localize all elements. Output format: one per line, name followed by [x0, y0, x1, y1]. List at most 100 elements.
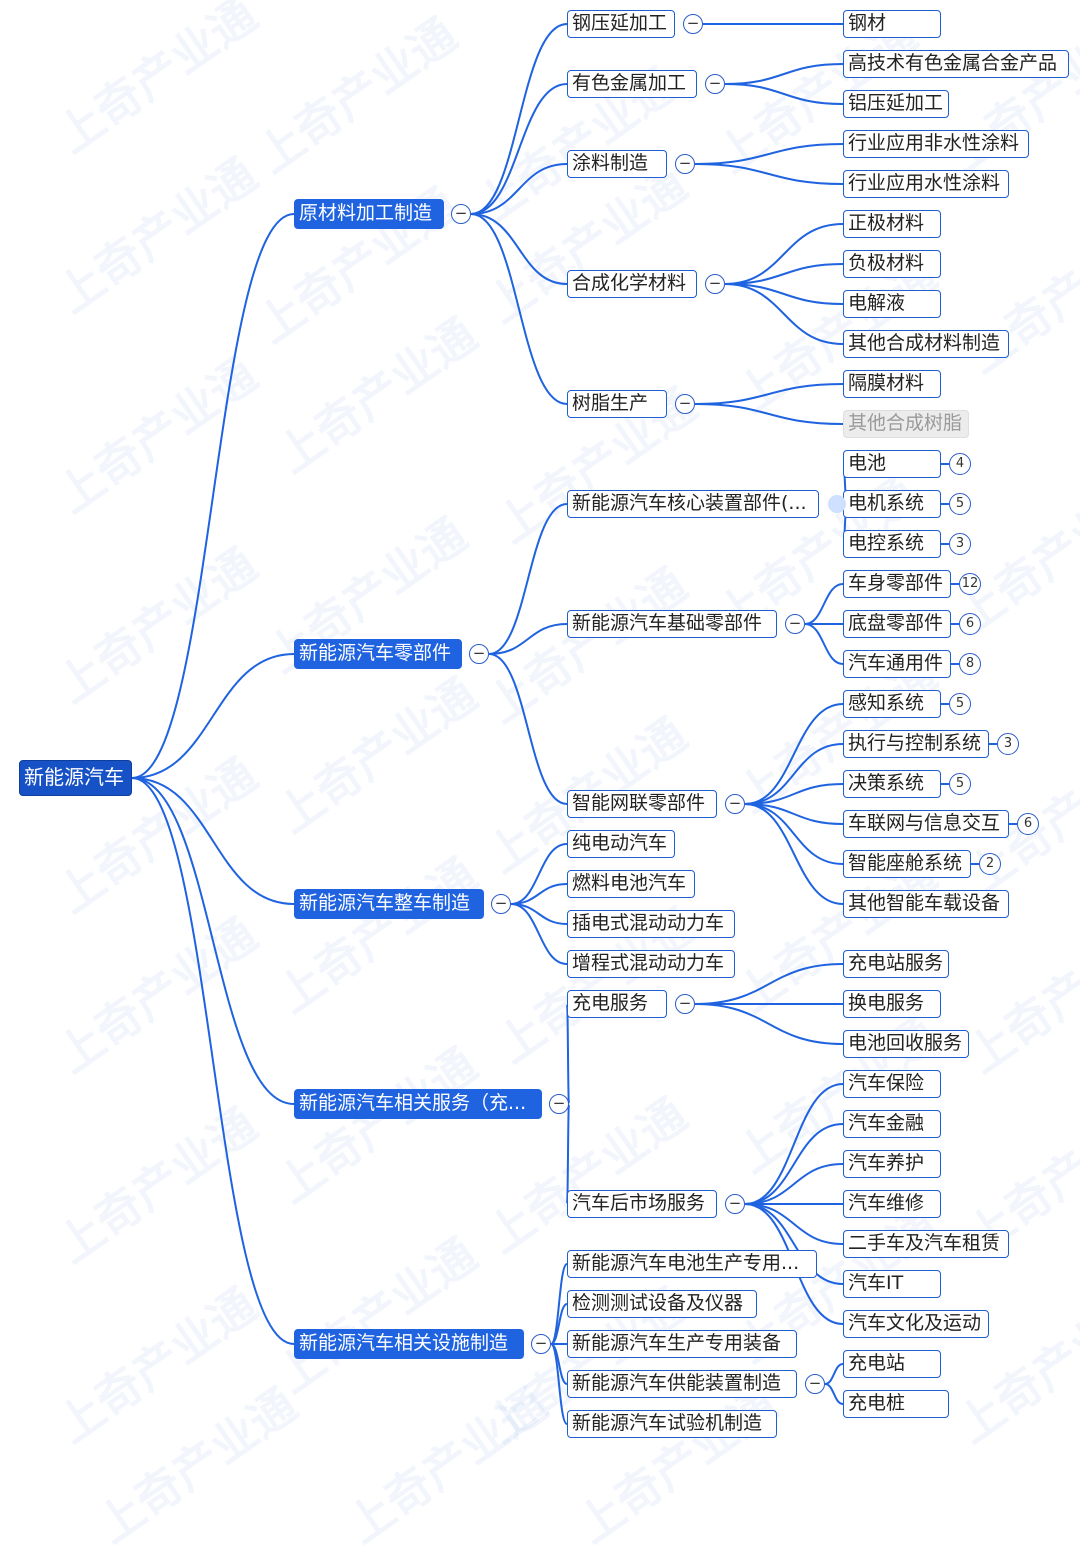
- leaf-connector: [744, 783, 844, 805]
- category-node[interactable]: 智能网联零部件: [567, 790, 717, 818]
- child-count-badge[interactable]: 3: [997, 733, 1019, 755]
- branch-node[interactable]: 新能源汽车零部件: [294, 639, 462, 669]
- collapse-toggle-icon[interactable]: −: [531, 1334, 551, 1354]
- category-node[interactable]: 新能源汽车供能装置制造: [567, 1370, 797, 1398]
- child-count-badge[interactable]: 4: [949, 453, 971, 475]
- child-count-badge[interactable]: 6: [959, 613, 981, 635]
- collapse-toggle-icon[interactable]: −: [725, 794, 745, 814]
- leaf-node[interactable]: 智能座舱系统: [843, 850, 971, 878]
- leaf-connector: [724, 83, 844, 105]
- branch-child-connector: [470, 83, 568, 215]
- branch-node[interactable]: 新能源汽车相关设施制造: [294, 1329, 524, 1359]
- root-branch-connector: [131, 653, 295, 779]
- leaf-node[interactable]: 行业应用非水性涂料: [843, 130, 1029, 158]
- leaf-node[interactable]: 汽车IT: [843, 1270, 941, 1298]
- leaf-node[interactable]: 钢材: [843, 10, 941, 38]
- root-branch-connector: [131, 777, 295, 1105]
- child-count-badge[interactable]: 6: [1017, 813, 1039, 835]
- root-node[interactable]: 新能源汽车: [19, 760, 132, 796]
- collapse-toggle-icon[interactable]: −: [725, 1194, 745, 1214]
- collapse-toggle-icon[interactable]: −: [705, 274, 725, 294]
- branch-node[interactable]: 新能源汽车整车制造: [294, 889, 484, 919]
- category-node[interactable]: 燃料电池汽车: [567, 870, 695, 898]
- category-node[interactable]: 纯电动汽车: [567, 830, 675, 858]
- leaf-node[interactable]: 隔膜材料: [843, 370, 941, 398]
- leaf-node[interactable]: 充电站服务: [843, 950, 949, 978]
- child-count-badge[interactable]: 2: [979, 853, 1001, 875]
- leaf-node[interactable]: 汽车通用件: [843, 650, 951, 678]
- leaf-node[interactable]: 充电站: [843, 1350, 941, 1378]
- category-node[interactable]: 新能源汽车基础零部件: [567, 610, 777, 638]
- child-count-badge[interactable]: 8: [959, 653, 981, 675]
- category-node[interactable]: 有色金属加工: [567, 70, 697, 98]
- category-node[interactable]: 充电服务: [567, 990, 667, 1018]
- leaf-node[interactable]: 其他合成树脂: [843, 410, 969, 438]
- leaf-node[interactable]: 其他合成材料制造: [843, 330, 1009, 358]
- child-count-badge[interactable]: 12: [959, 573, 981, 595]
- branch-node[interactable]: 新能源汽车相关服务（充...: [294, 1089, 542, 1119]
- child-count-badge[interactable]: 5: [949, 693, 971, 715]
- leaf-node[interactable]: 感知系统: [843, 690, 941, 718]
- leaf-node[interactable]: 换电服务: [843, 990, 941, 1018]
- category-node[interactable]: 合成化学材料: [567, 270, 697, 298]
- leaf-node[interactable]: 高技术有色金属合金产品: [843, 50, 1069, 78]
- leaf-node[interactable]: 二手车及汽车租赁: [843, 1230, 1009, 1258]
- category-node[interactable]: 新能源汽车电池生产专用...: [567, 1250, 817, 1278]
- collapse-toggle-icon[interactable]: −: [549, 1094, 569, 1114]
- leaf-node[interactable]: 汽车维修: [843, 1190, 941, 1218]
- leaf-node[interactable]: 负极材料: [843, 250, 941, 278]
- leaf-connector: [694, 163, 844, 185]
- category-node[interactable]: 新能源汽车核心装置部件(...: [567, 490, 819, 518]
- leaf-node[interactable]: 汽车养护: [843, 1150, 941, 1178]
- leaf-node[interactable]: 汽车金融: [843, 1110, 941, 1138]
- collapse-toggle-icon[interactable]: −: [683, 14, 703, 34]
- branch-child-connector: [510, 883, 568, 905]
- category-node[interactable]: 增程式混动动力车: [567, 950, 735, 978]
- category-node[interactable]: 新能源汽车试验机制造: [567, 1410, 777, 1438]
- leaf-node[interactable]: 车身零部件: [843, 570, 951, 598]
- branch-child-connector: [470, 23, 568, 215]
- root-branch-connector: [131, 777, 295, 1345]
- category-node[interactable]: 新能源汽车生产专用装备: [567, 1330, 797, 1358]
- collapse-toggle-icon[interactable]: −: [675, 994, 695, 1014]
- branch-child-connector: [510, 843, 568, 905]
- leaf-connector: [724, 263, 844, 285]
- child-count-badge[interactable]: 5: [949, 773, 971, 795]
- mind-map: 上奇产业通上奇产业通上奇产业通上奇产业通上奇产业通上奇产业通上奇产业通上奇产业通…: [19, 0, 1080, 1554]
- leaf-node[interactable]: 电池: [843, 450, 941, 478]
- leaf-node[interactable]: 决策系统: [843, 770, 941, 798]
- leaf-node[interactable]: 铝压延加工: [843, 90, 949, 118]
- leaf-node[interactable]: 正极材料: [843, 210, 941, 238]
- leaf-node[interactable]: 汽车保险: [843, 1070, 941, 1098]
- leaf-node[interactable]: 车联网与信息交互: [843, 810, 1009, 838]
- category-node[interactable]: 钢压延加工: [567, 10, 675, 38]
- leaf-node[interactable]: 执行与控制系统: [843, 730, 989, 758]
- branch-child-connector: [550, 1303, 568, 1345]
- collapse-toggle-icon[interactable]: −: [675, 394, 695, 414]
- collapse-toggle-icon[interactable]: −: [705, 74, 725, 94]
- leaf-node[interactable]: 电池回收服务: [843, 1030, 969, 1058]
- category-node[interactable]: 涂料制造: [567, 150, 667, 178]
- leaf-node[interactable]: 汽车文化及运动: [843, 1310, 989, 1338]
- leaf-node[interactable]: 电机系统: [843, 490, 941, 518]
- collapse-toggle-icon[interactable]: −: [805, 1374, 825, 1394]
- leaf-node[interactable]: 电解液: [843, 290, 941, 318]
- leaf-node[interactable]: 底盘零部件: [843, 610, 951, 638]
- leaf-connector: [744, 803, 844, 865]
- collapse-toggle-icon[interactable]: −: [675, 154, 695, 174]
- leaf-node[interactable]: 行业应用水性涂料: [843, 170, 1009, 198]
- collapse-toggle-icon[interactable]: −: [491, 894, 511, 914]
- leaf-node[interactable]: 电控系统: [843, 530, 941, 558]
- collapse-toggle-icon[interactable]: −: [469, 644, 489, 664]
- child-count-badge[interactable]: 5: [949, 493, 971, 515]
- category-node[interactable]: 汽车后市场服务: [567, 1190, 717, 1218]
- leaf-node[interactable]: 其他智能车载设备: [843, 890, 1009, 918]
- leaf-node[interactable]: 充电桩: [843, 1390, 949, 1418]
- category-node[interactable]: 检测测试设备及仪器: [567, 1290, 757, 1318]
- branch-node[interactable]: 原材料加工制造: [294, 199, 444, 229]
- collapse-toggle-icon[interactable]: −: [785, 614, 805, 634]
- collapse-toggle-icon[interactable]: −: [451, 204, 471, 224]
- category-node[interactable]: 插电式混动动力车: [567, 910, 735, 938]
- category-node[interactable]: 树脂生产: [567, 390, 667, 418]
- child-count-badge[interactable]: 3: [949, 533, 971, 555]
